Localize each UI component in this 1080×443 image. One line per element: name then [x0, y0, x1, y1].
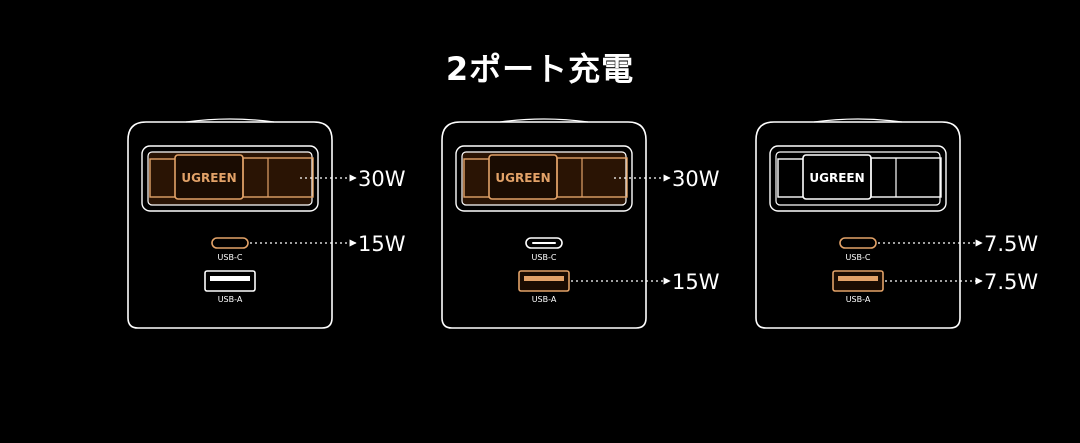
cable-body [556, 157, 628, 198]
charger-left: UGREEN USB-C USB-A 30W 15W [127, 118, 406, 329]
usb-c-label: USB-C [846, 253, 871, 262]
usb-c-label: USB-C [218, 253, 243, 262]
usb-a-label: USB-A [846, 295, 871, 304]
brand-logo: UGREEN [809, 171, 864, 185]
usb-c-port [211, 237, 249, 249]
usb-a-port-tongue [838, 276, 878, 281]
usb-c-label: USB-C [532, 253, 557, 262]
usb-c-wattage: 15W [358, 232, 406, 256]
usb-a-wattage: 7.5W [984, 270, 1038, 294]
cable-body [870, 157, 942, 198]
usb-a-port [204, 270, 256, 292]
usb-c-port-slot [532, 242, 556, 244]
cable-slot-outer [769, 145, 947, 212]
brand-logo: UGREEN [181, 171, 236, 185]
charger-middle: UGREEN USB-C USB-A 30W 15W [441, 118, 720, 329]
cable-assembly: UGREEN [149, 154, 314, 200]
cable-wattage: 30W [672, 167, 720, 191]
charger-right: UGREEN USB-C USB-A 7.5W 7.5W [755, 118, 1038, 329]
charger-body [755, 121, 961, 329]
charger-top-ridge [185, 118, 275, 123]
cable-assembly: UGREEN [463, 154, 628, 200]
brand-logo: UGREEN [495, 171, 550, 185]
cable-wattage: 30W [358, 167, 406, 191]
page-title: 2ポート充電 [445, 50, 635, 88]
cable-assembly: UGREEN [777, 154, 942, 200]
usb-a-port-tongue [210, 276, 250, 281]
usb-c-port [525, 237, 563, 249]
usb-a-label: USB-A [532, 295, 557, 304]
charger-top-ridge [499, 118, 589, 123]
charger-top-ridge [813, 118, 903, 123]
usb-a-port-tongue [524, 276, 564, 281]
usb-c-wattage: 7.5W [984, 232, 1038, 256]
cable-slot-outer [455, 145, 633, 212]
usb-c-port [839, 237, 877, 249]
cable-slot-outer [141, 145, 319, 212]
usb-a-label: USB-A [218, 295, 243, 304]
charger-body [441, 121, 647, 329]
usb-a-wattage: 15W [672, 270, 720, 294]
cable-body [242, 157, 314, 198]
charger-body [127, 121, 333, 329]
